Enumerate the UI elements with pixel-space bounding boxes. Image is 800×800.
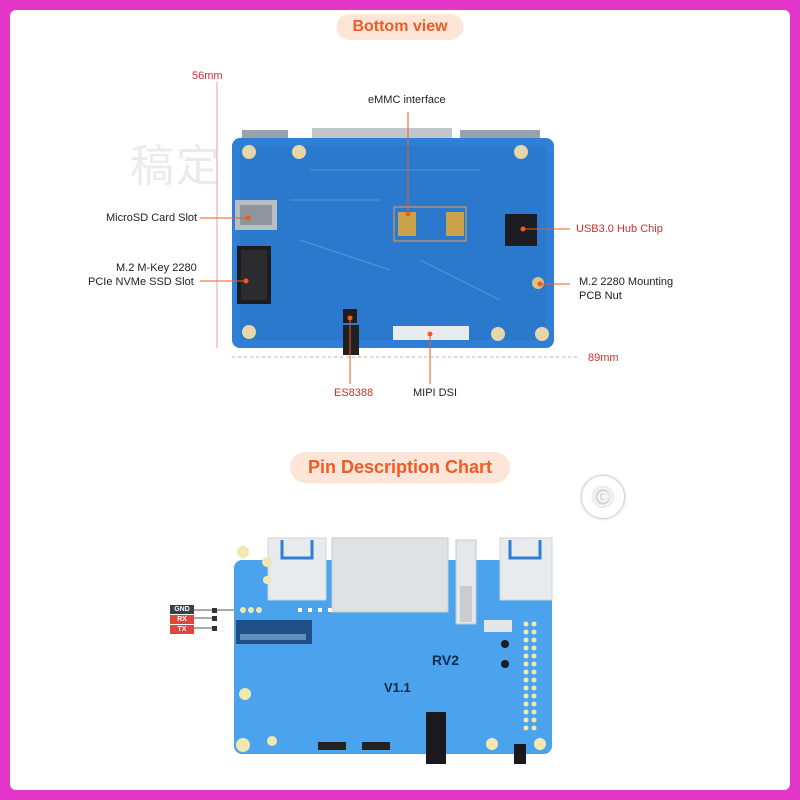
pin-board xyxy=(170,537,553,764)
mipi-dsi-label: MIPI DSI xyxy=(413,387,458,399)
m2-label-line1: M.2 M-Key 2280 xyxy=(116,262,197,274)
m2-label-line2: PCIe NVMe SSD Slot xyxy=(88,276,194,288)
tx-pin-label: TX xyxy=(177,626,187,633)
gnd-pin-label: GND xyxy=(174,606,190,613)
board-version-label: V1.1 xyxy=(384,680,411,695)
copyright-icon: © xyxy=(582,476,624,518)
dim-height-label: 56mm xyxy=(192,70,223,82)
mount-label-line2: PCB Nut xyxy=(579,290,622,302)
emmc-label: eMMC interface xyxy=(368,94,446,106)
usb-hub-label: USB3.0 Hub Chip xyxy=(576,223,663,235)
es8388-label: ES8388 xyxy=(334,387,374,399)
pin-chart-title: Pin Description Chart xyxy=(289,452,511,483)
rx-pin-label: RX xyxy=(177,616,187,623)
bottom-board xyxy=(200,82,580,384)
microsd-label: MicroSD Card Slot xyxy=(106,212,198,224)
mount-label-line1: M.2 2280 Mounting xyxy=(579,276,674,288)
board-name-label: RV2 xyxy=(432,652,459,668)
watermark-text: 稿定 xyxy=(130,141,222,192)
bottom-view-title: Bottom view xyxy=(336,14,464,40)
dim-width-label: 89mm xyxy=(588,352,619,364)
